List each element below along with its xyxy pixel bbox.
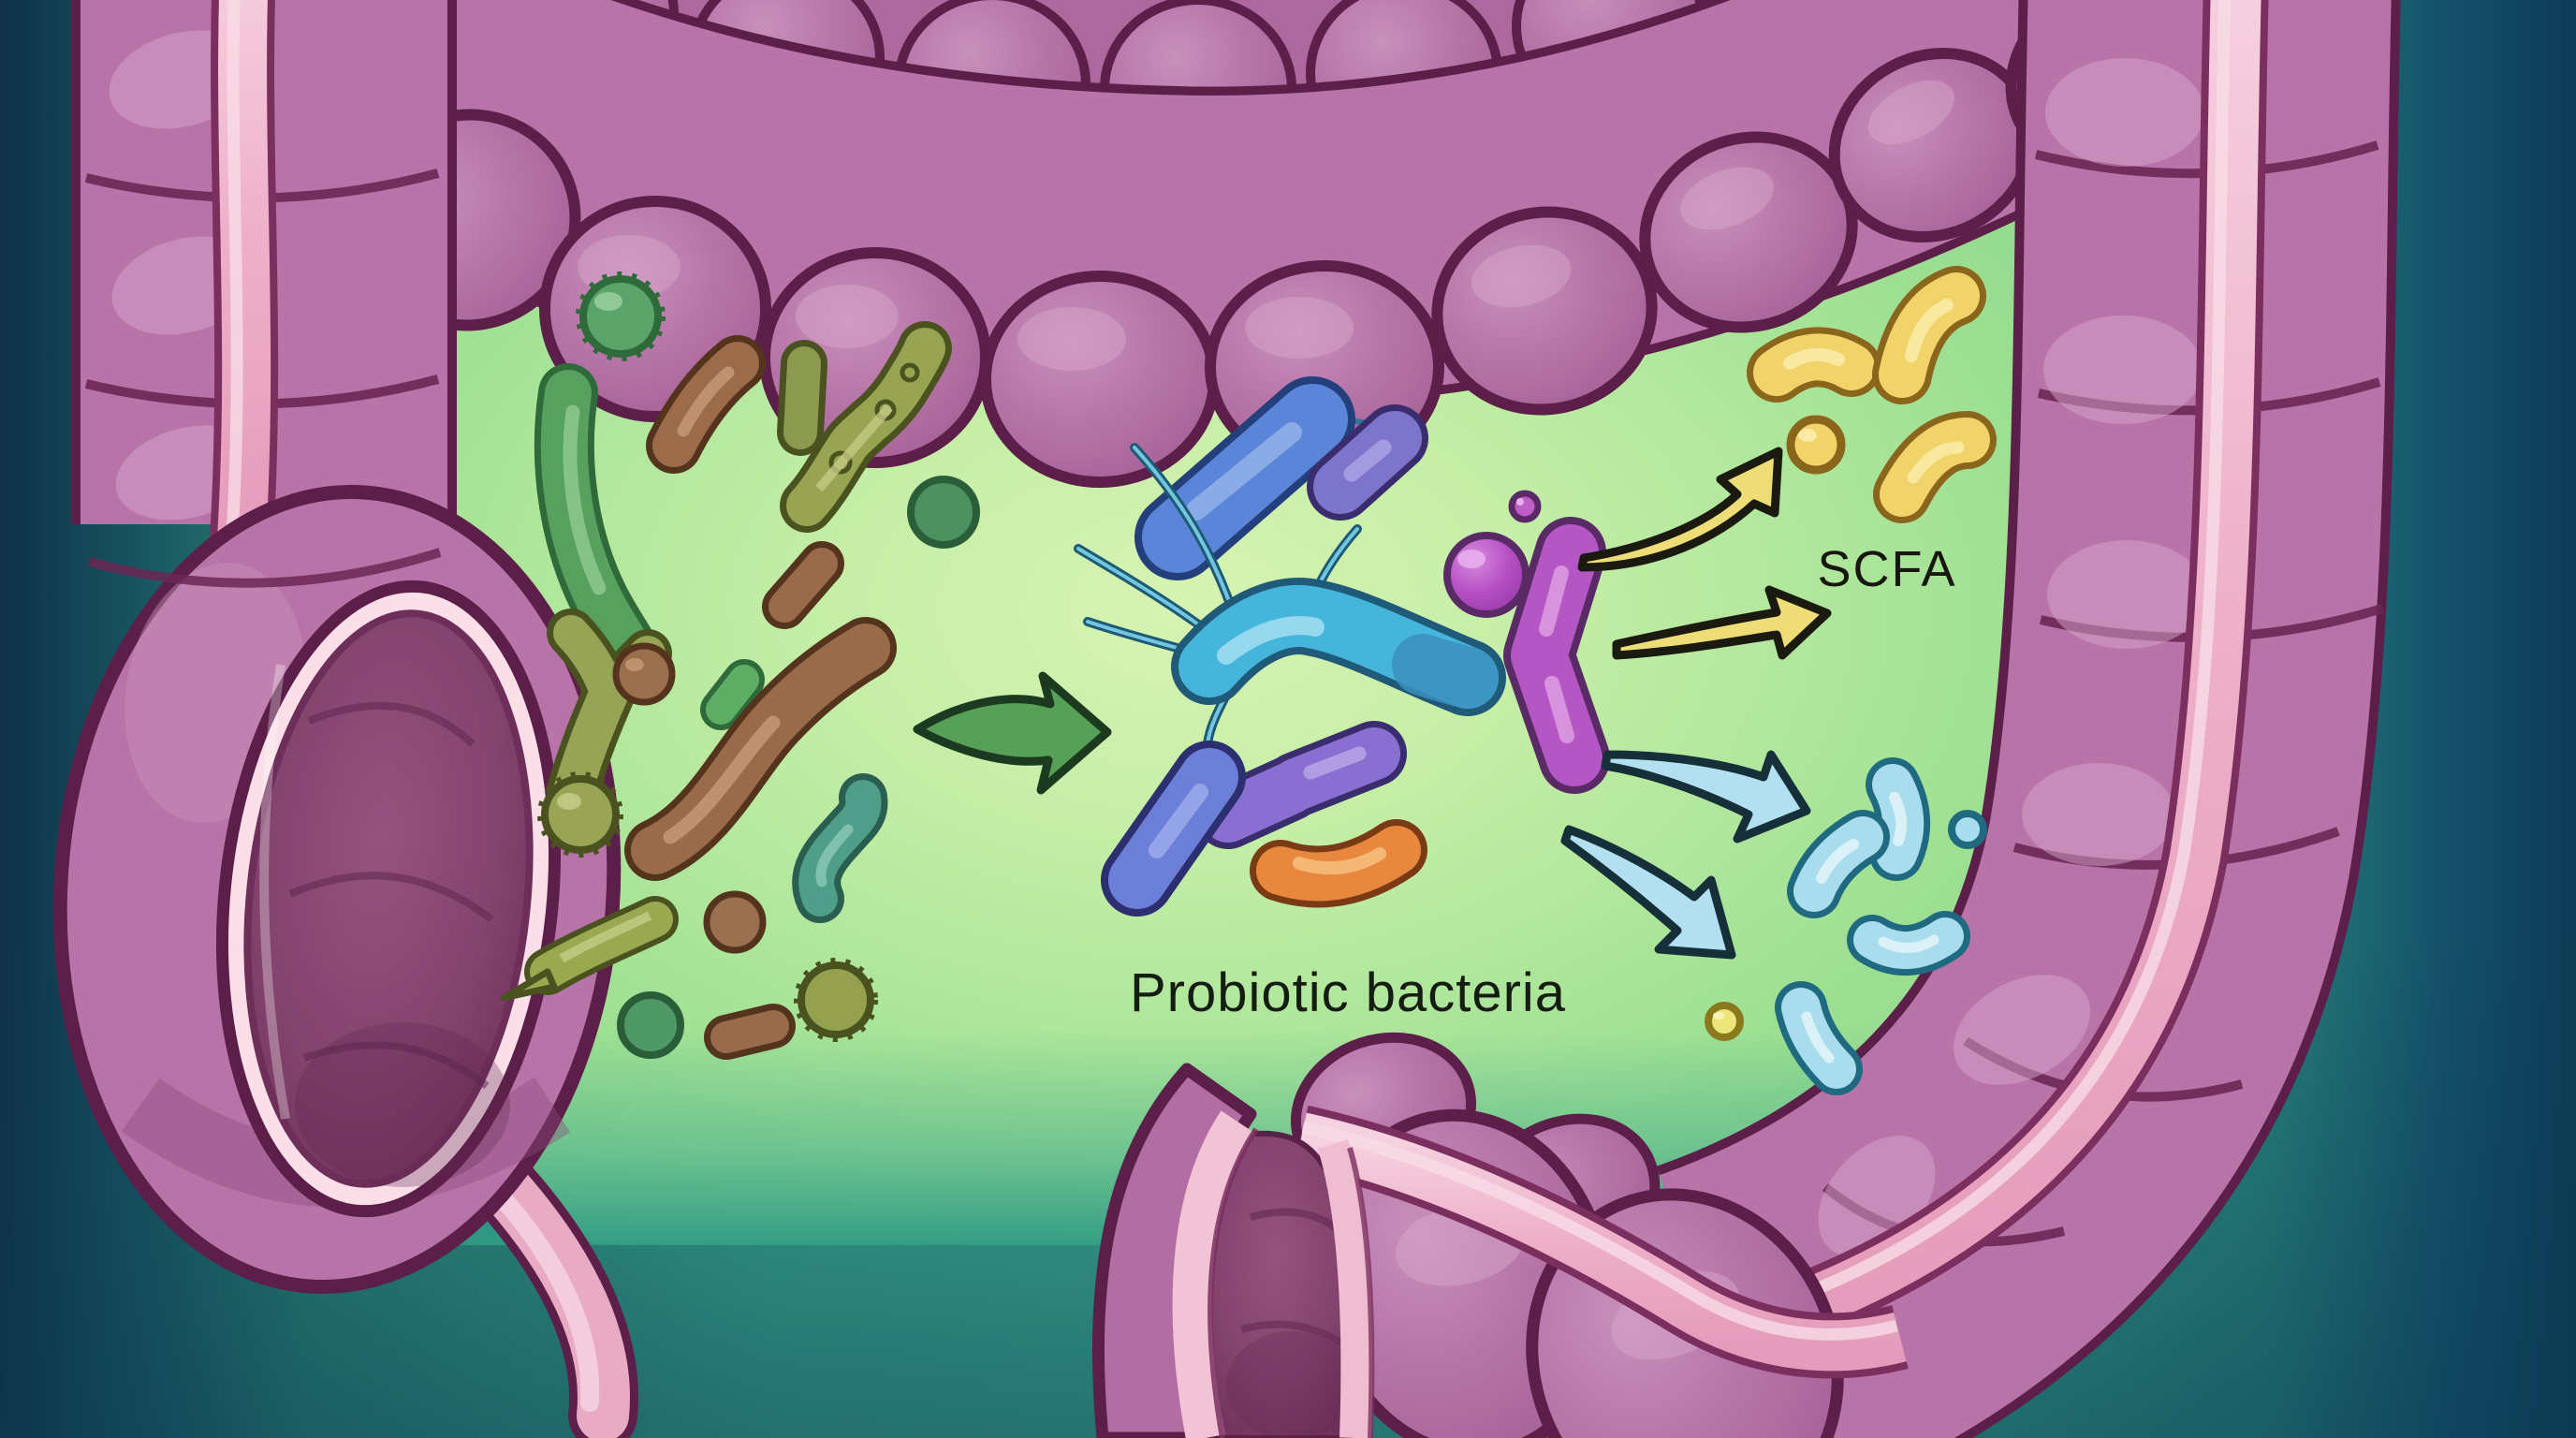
- ascending-tenia-coli: [1740, 0, 2269, 1357]
- blue-violet-rod-icon: [1101, 741, 1246, 917]
- brown-rod-upper-icon: [762, 541, 844, 629]
- blue-coccus-icon: [1948, 810, 1987, 849]
- green-capsule-icon: [700, 659, 765, 730]
- yellow-coccus-icon: [1786, 415, 1846, 475]
- blue-bean-4-icon: [1775, 981, 1863, 1095]
- magenta-bent-rod-icon: [1503, 517, 1610, 794]
- olive-rod-icon: [777, 340, 827, 456]
- olive-branched-rod-icon: [547, 609, 676, 817]
- yellow-bean-1-icon: [1747, 327, 1881, 403]
- olive-spiky-blob-2-icon: [794, 958, 878, 1042]
- blue-bean-3-icon: [1847, 911, 1970, 976]
- teal-s-rod-icon: [792, 773, 888, 923]
- yellow-arrow-up-icon: [1577, 447, 1783, 572]
- green-long-rod-icon: [534, 363, 659, 681]
- brown-coccus-icon: [703, 890, 767, 954]
- magenta-sphere-icon: [1443, 532, 1530, 618]
- green-coccus-2-icon: [617, 991, 684, 1059]
- green-arrow-icon: [913, 671, 1112, 795]
- flagellated-cyan-bacterium-icon: [1171, 578, 1506, 716]
- yellow-bean-2-icon: [1872, 266, 1986, 404]
- sigmoid-colon: [1091, 1032, 1909, 1438]
- fiber-cluster: [500, 271, 980, 1060]
- blue-arrow-down-icon: [1601, 750, 1811, 844]
- yellow-bean-3-icon: [1873, 411, 1997, 523]
- yellow-arrow-right-icon: [1612, 585, 1832, 660]
- olive-textured-rod-icon: [780, 321, 952, 533]
- blue-bean-1-icon: [1866, 757, 1931, 881]
- small-magenta-coccus-icon: [1508, 490, 1542, 523]
- brown-long-rod-icon: [624, 617, 897, 881]
- blue-bean-2-icon: [1787, 810, 1890, 918]
- purple-chain-rod-icon: [1195, 721, 1407, 849]
- twisted-olive-rod-icon: [500, 896, 679, 1002]
- probiotic-label: Probiotic bacteria: [1130, 962, 1566, 1023]
- purple-capsule-icon: [1307, 404, 1428, 521]
- appendix: [471, 1154, 638, 1438]
- brown-curved-rod-icon: [646, 335, 766, 474]
- green-coccus-icon: [907, 476, 980, 549]
- orange-rod-icon: [1250, 819, 1427, 908]
- brown-rod-small-icon: [704, 1004, 796, 1060]
- scfa-blue-arrows: [1560, 750, 1811, 960]
- descending-tenia-coli: [210, 0, 279, 541]
- scfa-yellow-particles: SCFA: [1747, 266, 1997, 597]
- scfa-blue-particles: [1705, 757, 1987, 1095]
- sigmoid-cutaway: [1091, 1063, 1375, 1438]
- descending-colon: [52, 0, 622, 1294]
- small-yellow-dot-icon: [1705, 1002, 1744, 1041]
- cecum-interior-folds: [259, 664, 510, 1187]
- probiotic-cluster: [1074, 376, 1610, 917]
- sigmoid-tenia-coli: [1294, 1105, 1909, 1379]
- ascending-colon: [1654, 0, 2401, 1438]
- scfa-label: SCFA: [1817, 541, 1956, 597]
- blue-arrow-steep-down-icon: [1560, 825, 1736, 960]
- scfa-yellow-arrows: [1577, 447, 1832, 660]
- blue-rod-icon: [1134, 376, 1389, 580]
- spiky-sphere-icon: [576, 271, 666, 361]
- olive-spiky-blob-icon: [537, 771, 623, 858]
